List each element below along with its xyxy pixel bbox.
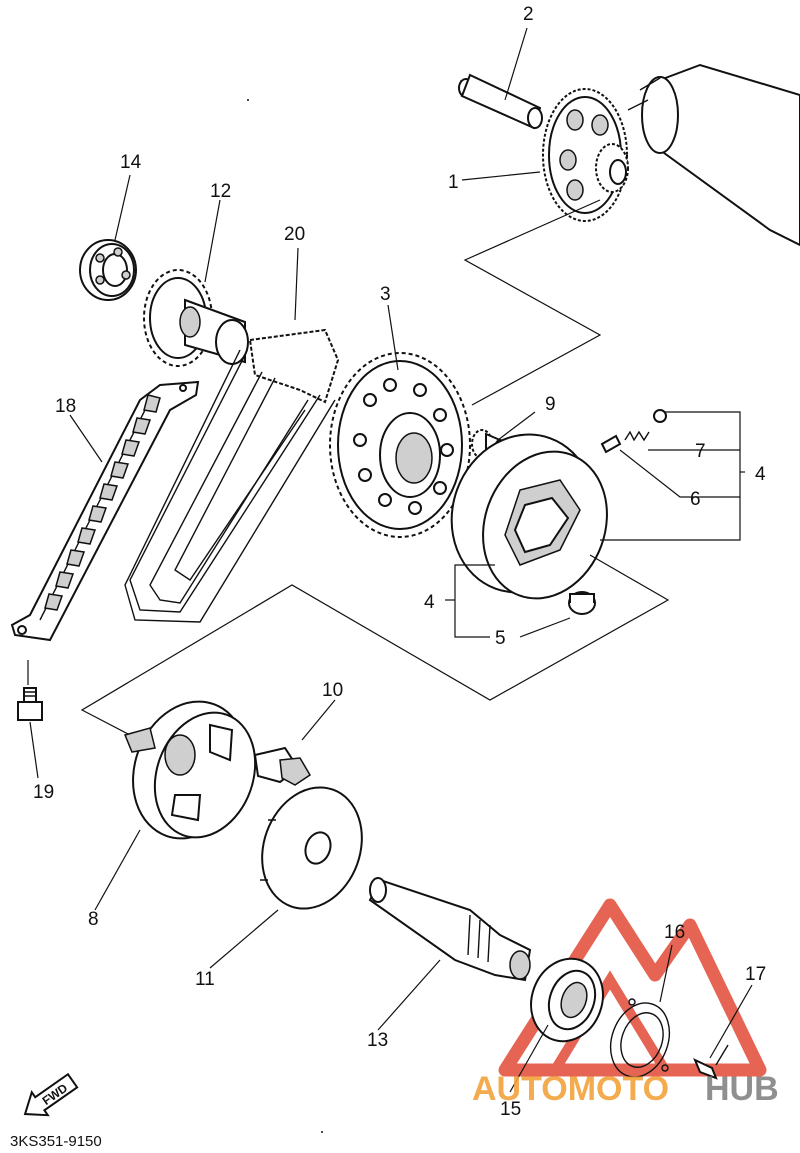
bolt-part-17	[693, 1044, 729, 1080]
bearing-part-15	[530, 957, 604, 1043]
drawing-code: 3KS351-9150	[10, 1133, 102, 1150]
callout-1: 1	[448, 172, 459, 193]
callout-labels: 1 2 3 4 4 5 6 7 8 9 10 11 12 13 14 15 16…	[33, 4, 766, 1120]
idler-gear-part-1	[542, 88, 629, 222]
bolt-part-19	[17, 687, 43, 721]
starter-motor-body	[627, 63, 800, 247]
roller-part-5	[568, 591, 596, 615]
callout-17: 17	[745, 964, 766, 985]
callout-13: 13	[367, 1030, 388, 1051]
callout-2: 2	[523, 4, 534, 25]
callout-18: 18	[55, 396, 76, 417]
leader-lines	[27, 27, 753, 1093]
watermark-text: AUTOMOTO HUB	[472, 1070, 779, 1108]
callout-9: 9	[545, 394, 556, 415]
callout-11: 11	[195, 969, 215, 990]
callout-6: 6	[690, 489, 701, 510]
callout-19: 19	[33, 782, 54, 803]
callout-7: 7	[695, 441, 706, 462]
callout-15: 15	[500, 1099, 521, 1120]
clutch-housing-part-4	[450, 433, 608, 600]
callout-5: 5	[495, 628, 506, 649]
callout-8: 8	[88, 909, 99, 930]
callout-20: 20	[284, 224, 305, 245]
callout-10: 10	[322, 680, 343, 701]
svg-text:HUB: HUB	[705, 1070, 779, 1108]
roller-part-10	[253, 746, 312, 786]
callout-3: 3	[380, 284, 391, 305]
chain-part-20	[124, 328, 340, 623]
spring-part-7	[624, 409, 667, 442]
chain-guide-part-18	[10, 380, 200, 642]
clutch-outer-part-8	[123, 700, 257, 840]
shaft-part-13	[368, 877, 532, 982]
plate-part-11	[260, 786, 363, 910]
starter-gear-part-3	[329, 352, 471, 538]
spring-cap-part-6	[600, 434, 622, 454]
bearing-part-14	[79, 239, 137, 301]
gasket-part-16	[609, 998, 671, 1078]
callout-4-right: 4	[755, 464, 766, 485]
gear-boss-part-12	[143, 269, 249, 367]
svg-text:AUTOMOTO: AUTOMOTO	[472, 1070, 669, 1108]
callout-12: 12	[210, 181, 231, 202]
callout-14: 14	[120, 152, 142, 173]
callout-4-left: 4	[424, 592, 435, 613]
callout-16: 16	[664, 922, 685, 943]
forward-arrow-icon: FWD	[23, 1072, 79, 1117]
shaft-part-2	[458, 73, 543, 130]
